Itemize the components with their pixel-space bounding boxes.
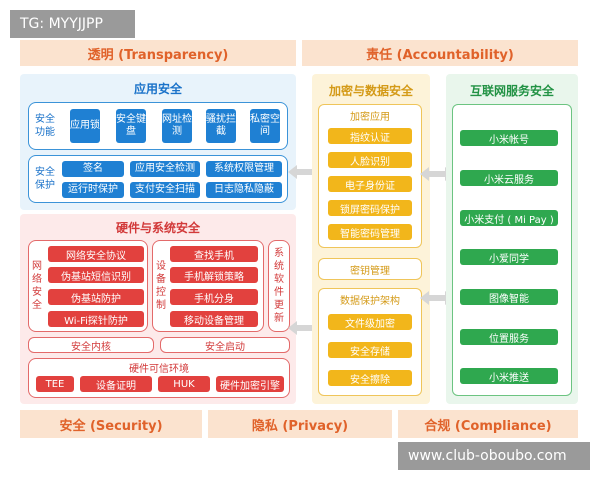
network-security-label: 网络安全	[32, 261, 42, 311]
pillar-transparency: 透明 (Transparency)	[20, 40, 296, 66]
app-lock-chip: 应用锁	[70, 109, 100, 143]
network-protocol-chip: 网络安全协议	[48, 246, 144, 262]
signature-chip: 签名	[62, 161, 124, 177]
app-security-title: 应用安全	[133, 82, 182, 96]
tee-chip: TEE	[36, 376, 74, 392]
payment-scan-chip: 支付安全扫描	[130, 182, 200, 198]
mi-push-chip: 小米推送	[460, 368, 558, 384]
spam-block-chip: 骚扰拦截	[206, 109, 236, 143]
huk-chip: HUK	[158, 376, 210, 392]
mi-cloud-chip: 小米云服务	[460, 170, 558, 186]
dual-phone-chip: 手机分身	[170, 289, 258, 305]
permission-mgmt-chip: 系统权限管理	[206, 161, 282, 177]
security-function-label: 安全功能	[35, 114, 55, 138]
pillar-security: 安全 (Security)	[20, 410, 202, 438]
runtime-protect-chip: 运行时保护	[62, 182, 124, 198]
fingerprint-chip: 指纹认证	[328, 128, 412, 144]
data-protect-title: 数据保护架构	[340, 295, 400, 307]
device-control-label: 设备控制	[156, 261, 166, 311]
file-encrypt-chip: 文件级加密	[328, 314, 412, 330]
crypto-app-title: 加密应用	[350, 111, 390, 123]
location-chip: 位置服务	[460, 329, 558, 345]
secure-kernel: 安全内核	[28, 337, 154, 353]
fake-bs-protect-chip: 伪基站防护	[48, 289, 144, 305]
lockscreen-pw-chip: 锁屏密码保护	[328, 200, 412, 216]
key-management: 密钥管理	[318, 258, 422, 280]
watermark-bottom: www.club-oboubo.com	[398, 442, 590, 470]
hw-crypto-engine-chip: 硬件加密引擎	[216, 376, 284, 392]
wifi-probe-chip: Wi-Fi探针防护	[48, 311, 144, 327]
url-check-chip: 网址检测	[162, 109, 192, 143]
private-space-chip: 私密空间	[250, 109, 280, 143]
hw-security-title: 硬件与系统安全	[115, 221, 200, 235]
smart-pw-chip: 智能密码管理	[328, 224, 412, 240]
device-attest-chip: 设备证明	[80, 376, 152, 392]
system-update-group	[268, 240, 290, 332]
pillar-compliance: 合规 (Compliance)	[398, 410, 578, 438]
security-protect-label: 安全保护	[35, 167, 55, 191]
secure-keyboard-chip: 安全键盘	[116, 109, 146, 143]
secure-erase-chip: 安全擦除	[328, 370, 412, 386]
crypto-title: 加密与数据安全	[328, 84, 413, 98]
security-function-group	[28, 102, 288, 150]
find-phone-chip: 查找手机	[170, 246, 258, 262]
secure-storage-chip: 安全存储	[328, 342, 412, 358]
image-ai-chip: 图像智能	[460, 289, 558, 305]
system-update-label: 系统软件更新	[274, 248, 284, 324]
secure-boot: 安全启动	[160, 337, 290, 353]
pillar-accountability: 责任 (Accountability)	[302, 40, 578, 66]
mi-account-chip: 小米帐号	[460, 130, 558, 146]
unlock-policy-chip: 手机解锁策略	[170, 267, 258, 283]
arrow-crypto-internet-bottom-icon	[420, 291, 454, 305]
log-privacy-chip: 日志隐私隐蔽	[206, 182, 282, 198]
watermark-top: TG: MYYJJPP	[10, 10, 135, 38]
pillar-privacy: 隐私 (Privacy)	[208, 410, 392, 438]
internet-title: 互联网服务安全	[469, 84, 554, 98]
mdm-chip: 移动设备管理	[170, 311, 258, 327]
tee-title: 硬件可信环境	[129, 363, 189, 375]
eid-chip: 电子身份证	[328, 176, 412, 192]
face-recog-chip: 人脸识别	[328, 152, 412, 168]
fake-bs-sms-chip: 伪基站短信识别	[48, 267, 144, 283]
mi-pay-chip: 小米支付 ( Mi Pay )	[460, 210, 558, 226]
arrow-crypto-internet-top-icon	[420, 167, 454, 181]
xiaoai-chip: 小爱同学	[460, 249, 558, 265]
app-security-scan-chip: 应用安全检测	[130, 161, 200, 177]
